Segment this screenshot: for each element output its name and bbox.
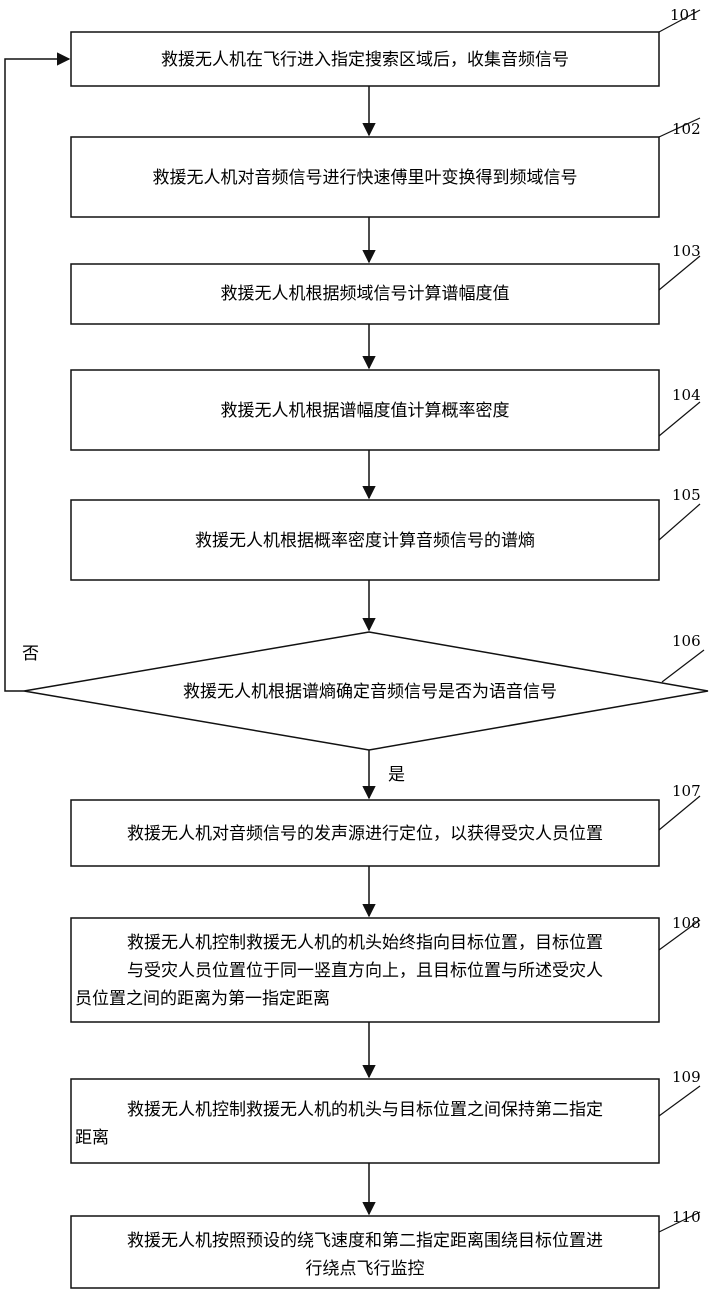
step-105: 救援无人机根据概率密度计算音频信号的谱熵 105	[71, 486, 701, 580]
branch-no-label: 否	[22, 644, 39, 664]
step-109-line-2: 距离	[75, 1128, 109, 1148]
step-106-label: 106	[672, 632, 701, 650]
step-108-line-3: 员位置之间的距离为第一指定距离	[75, 989, 330, 1009]
step-106-decision: 救援无人机根据谱熵确定音频信号是否为语音信号 106	[24, 632, 708, 750]
step-102: 救援无人机对音频信号进行快速傅里叶变换得到频域信号 102	[71, 118, 701, 217]
step-104-label: 104	[672, 386, 701, 404]
step-110-label: 110	[672, 1208, 701, 1226]
step-107: 救援无人机对音频信号的发声源进行定位，以获得受灾人员位置 107	[71, 782, 701, 866]
step-101-text: 救援无人机在飞行进入指定搜索区域后，收集音频信号	[161, 50, 569, 70]
step-105-text: 救援无人机根据概率密度计算音频信号的谱熵	[195, 531, 535, 551]
step-109-line-1: 救援无人机控制救援无人机的机头与目标位置之间保持第二指定	[127, 1100, 603, 1120]
step-109: 救援无人机控制救援无人机的机头与目标位置之间保持第二指定 距离 109	[71, 1068, 701, 1163]
branch-yes-label: 是	[388, 765, 405, 785]
step-107-label: 107	[672, 782, 701, 800]
step-102-label: 102	[672, 120, 701, 138]
step-103-label: 103	[672, 242, 701, 260]
step-108-label: 108	[672, 914, 701, 932]
step-110: 救援无人机按照预设的绕飞速度和第二指定距离围绕目标位置进 行绕点飞行监控 110	[71, 1208, 701, 1288]
step-108: 救援无人机控制救援无人机的机头始终指向目标位置，目标位置 与受灾人员位置位于同一…	[71, 914, 701, 1022]
step-110-line-1: 救援无人机按照预设的绕飞速度和第二指定距离围绕目标位置进	[127, 1231, 603, 1251]
arrow-no-loop	[5, 59, 69, 691]
step-101: 救援无人机在飞行进入指定搜索区域后，收集音频信号 101	[71, 6, 700, 86]
step-106-text: 救援无人机根据谱熵确定音频信号是否为语音信号	[183, 682, 557, 702]
step-101-label: 101	[670, 6, 699, 24]
step-102-text: 救援无人机对音频信号进行快速傅里叶变换得到频域信号	[153, 168, 578, 188]
step-108-line-2: 与受灾人员位置位于同一竖直方向上，且目标位置与所述受灾人	[127, 961, 603, 981]
step-105-label: 105	[672, 486, 701, 504]
step-103: 救援无人机根据频域信号计算谱幅度值 103	[71, 242, 701, 324]
step-104-text: 救援无人机根据谱幅度值计算概率密度	[221, 401, 510, 421]
step-107-text: 救援无人机对音频信号的发声源进行定位，以获得受灾人员位置	[127, 824, 603, 844]
step-108-line-1: 救援无人机控制救援无人机的机头始终指向目标位置，目标位置	[127, 933, 603, 953]
step-109-label: 109	[672, 1068, 701, 1086]
step-110-line-2: 行绕点飞行监控	[306, 1259, 425, 1279]
step-103-text: 救援无人机根据频域信号计算谱幅度值	[221, 284, 510, 304]
step-104: 救援无人机根据谱幅度值计算概率密度 104	[71, 370, 701, 450]
